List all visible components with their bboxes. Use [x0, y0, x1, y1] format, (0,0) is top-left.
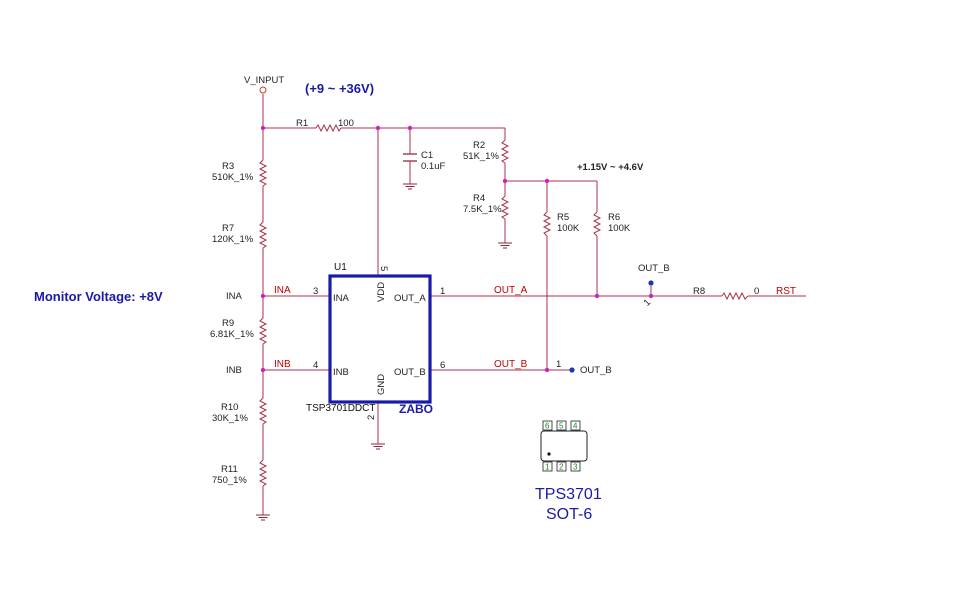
testpoint-pin-number: 1	[642, 297, 654, 309]
pkg-pin-3: 3	[573, 463, 578, 472]
outb-net-label: OUT_B	[494, 359, 528, 370]
r3-symbol	[258, 159, 268, 187]
r3-ref: R3	[222, 161, 234, 172]
vinput-port-icon[interactable]	[259, 86, 267, 94]
outa-net-label: OUT_A	[494, 285, 528, 296]
r10-symbol	[258, 397, 268, 425]
pkg-pin-5: 5	[559, 422, 564, 431]
ic-pin-vdd: VDD	[376, 282, 387, 302]
pin1-marker-icon	[547, 452, 551, 456]
r1-symbol	[315, 123, 342, 133]
r6-symbol	[592, 211, 602, 237]
r9-value: 6.81K_1%	[210, 329, 254, 340]
pkg-pin-4: 4	[573, 422, 578, 431]
outb-port-icon[interactable]	[569, 367, 575, 373]
testpoint-icon[interactable]	[648, 280, 654, 286]
package-type: SOT-6	[546, 506, 592, 523]
resistors	[258, 123, 749, 487]
c1-symbol	[403, 153, 417, 162]
package-drawing	[540, 420, 588, 472]
ic-pin-outa: OUT_A	[394, 293, 426, 304]
ground-icon-r4	[497, 242, 513, 249]
ina-net-label: INA	[274, 285, 291, 296]
r2-ref: R2	[473, 140, 485, 151]
c1-value: 0.1uF	[421, 161, 445, 172]
r5-symbol	[542, 211, 552, 237]
ic-marking: ZABO	[399, 402, 433, 416]
ic-pin-outb: OUT_B	[394, 367, 426, 378]
outb-port-label: OUT_B	[580, 365, 612, 376]
r6-value: 100K	[608, 223, 631, 234]
r8-value: 0	[754, 286, 759, 297]
ic-ref: U1	[334, 262, 347, 273]
junctions	[260, 125, 654, 373]
r11-symbol	[258, 459, 268, 487]
r5-ref: R5	[557, 212, 569, 223]
r10-ref: R10	[221, 402, 238, 413]
r9-ref: R9	[222, 318, 234, 329]
inb-port-label: INB	[226, 365, 242, 376]
ic-u1-body[interactable]	[328, 274, 432, 404]
r7-value: 120K_1%	[212, 234, 254, 245]
ic-pin-gnd: GND	[376, 374, 387, 395]
ic-pinnum-ina: 3	[313, 286, 318, 297]
r8-ref: R8	[693, 286, 705, 297]
r9-symbol	[258, 317, 268, 345]
r7-ref: R7	[222, 223, 234, 234]
ic-pinnum-inb: 4	[313, 360, 318, 371]
ground-icon-c1	[402, 183, 418, 190]
inb-net-label: INB	[274, 359, 291, 370]
ic-part-number: TSP3701DDCT	[306, 403, 375, 414]
c1-ref: C1	[421, 150, 433, 161]
vinput-label: V_INPUT	[244, 75, 284, 86]
ground-icon-divider	[255, 514, 271, 521]
ic-pin-ina: INA	[333, 293, 350, 304]
r6-ref: R6	[608, 212, 620, 223]
ic-pinnum-vdd: 5	[378, 266, 389, 271]
r5-value: 100K	[557, 223, 580, 234]
supply-range: (+9 ~ +36V)	[305, 81, 374, 96]
ic-pinnum-outa: 1	[440, 286, 445, 297]
r3-value: 510K_1%	[212, 172, 254, 183]
pkg-pin-1: 1	[545, 463, 550, 472]
r2-symbol	[500, 139, 510, 164]
pkg-pin-2: 2	[559, 463, 564, 472]
ina-port-label: INA	[226, 291, 243, 302]
rst-net-label: RST	[776, 286, 796, 297]
r11-ref: R11	[221, 464, 238, 475]
ground-icon-ic	[370, 443, 386, 450]
r1-ref: R1	[296, 118, 308, 129]
ic-pin-inb: INB	[333, 367, 349, 378]
wires	[262, 94, 806, 515]
ic-pinnum-gnd: 2	[366, 415, 377, 420]
r4-value: 7.5K_1%	[463, 204, 502, 215]
r8-symbol	[721, 291, 749, 301]
ic-pinnum-outb: 6	[440, 360, 445, 371]
r4-symbol	[500, 195, 510, 220]
r7-symbol	[258, 221, 268, 249]
r1-value: 100	[338, 118, 354, 129]
r4-ref: R4	[473, 193, 485, 204]
r10-value: 30K_1%	[212, 413, 248, 424]
package-name: TPS3701	[535, 486, 602, 503]
threshold-note: +1.15V ~ +4.6V	[577, 162, 644, 173]
r2-value: 51K_1%	[463, 151, 499, 162]
outb-port-pin-number: 1	[556, 359, 561, 370]
outb-testpoint-label: OUT_B	[638, 263, 670, 274]
r11-value: 750_1%	[212, 475, 247, 486]
pkg-pin-6: 6	[545, 422, 550, 431]
monitor-voltage-note: Monitor Voltage: +8V	[34, 289, 163, 304]
